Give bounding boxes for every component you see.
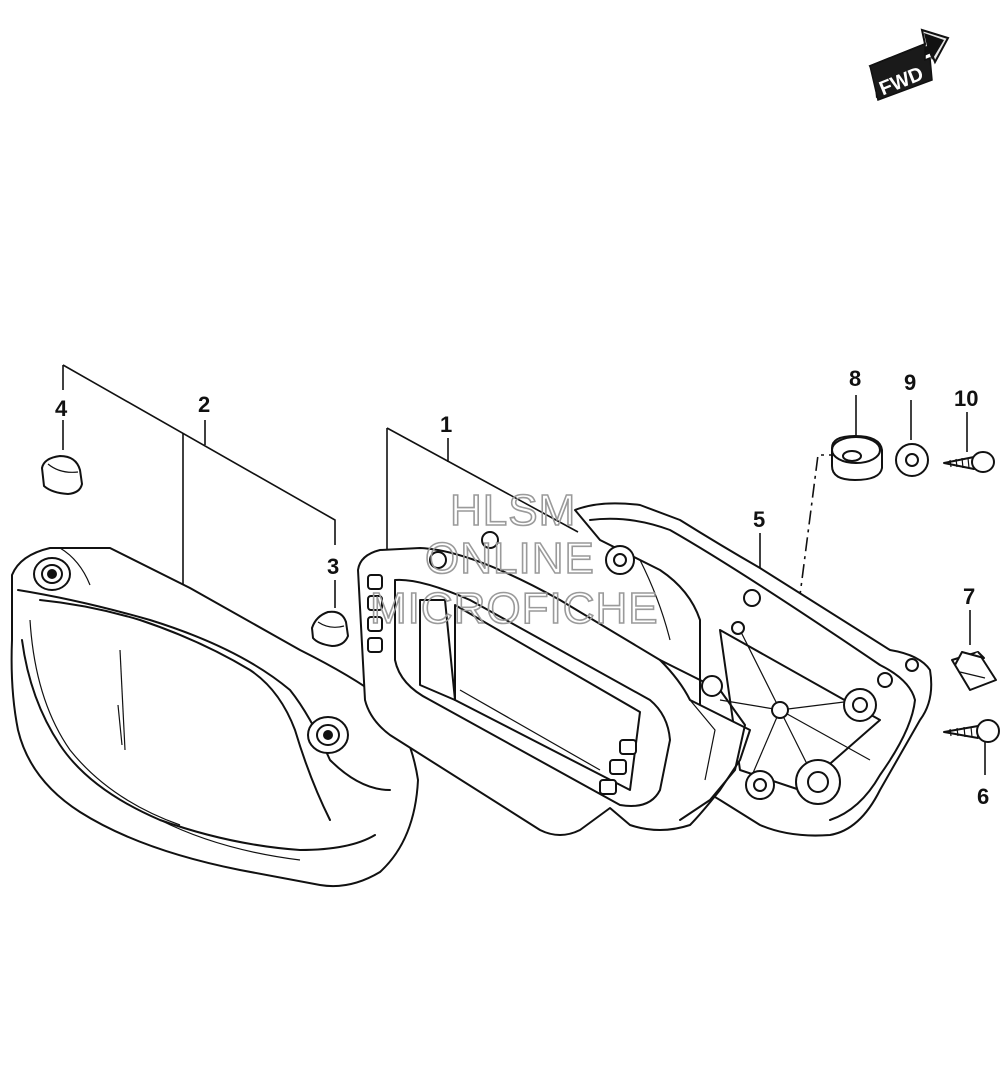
part-10-screw [943,451,995,473]
callout-3: 3 [327,554,339,579]
callout-1: 1 [440,412,452,437]
callout-8: 8 [849,366,861,391]
watermark: HLSM ONLINE MICROFICHE [369,485,659,634]
part-2-meter-cover [10,547,419,888]
leader-lines [62,364,986,775]
watermark-line-3: MICROFICHE [370,584,659,633]
callout-2: 2 [198,392,210,417]
part-3-cap [311,610,349,647]
callout-labels: 1 2 3 4 5 6 7 8 9 10 [55,366,989,809]
callout-5: 5 [753,507,765,532]
callout-6: 6 [977,784,989,809]
callout-9: 9 [904,370,916,395]
watermark-line-2: ONLINE [425,534,595,583]
part-8-grommet [831,435,883,481]
callout-7: 7 [963,584,975,609]
part-4-cap [41,455,83,495]
watermark-line-1: HLSM [450,486,576,535]
part-1-meter-assembly [357,531,751,836]
callout-4: 4 [55,396,68,421]
part-9-washer [895,443,929,477]
fwd-arrow-icon: FWD [868,28,950,101]
callout-10: 10 [954,386,978,411]
part-7-clip-nut [951,651,997,691]
part-5-rear-case [574,502,933,837]
part-6-screw [943,719,1000,743]
